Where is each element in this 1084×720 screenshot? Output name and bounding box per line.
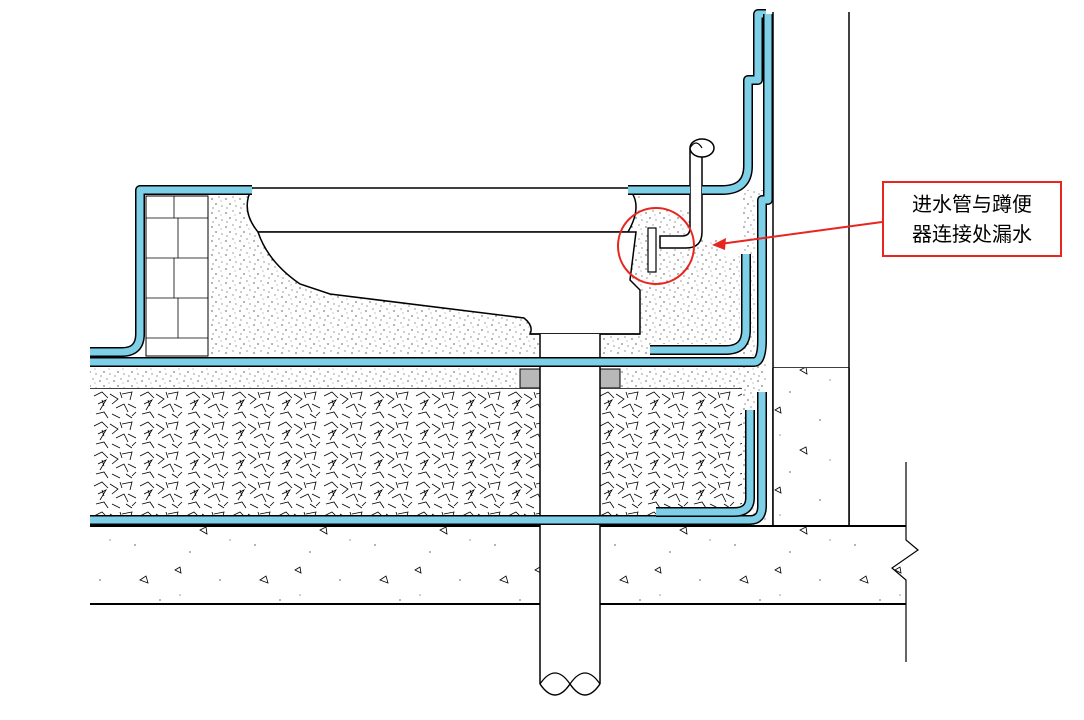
drain-pipe [539, 334, 601, 696]
gravel-fill-layer [90, 388, 750, 516]
annotation-line-2: 器连接处漏水 [912, 222, 1032, 246]
seal-block-right [599, 368, 621, 389]
annotation-line-1: 进水管与蹲便 [912, 192, 1032, 216]
leak-annotation-box: 进水管与蹲便 器连接处漏水 [882, 181, 1062, 257]
waterproof-membrane [90, 9, 773, 525]
screed-layer [90, 368, 750, 388]
leak-location-circle [617, 207, 695, 285]
squat-toilet [246, 187, 641, 335]
brick-curb [145, 195, 209, 357]
water-inlet-pipe [647, 138, 715, 273]
leader-arrow [712, 221, 883, 250]
seal-block-left [519, 368, 541, 389]
wall [772, 12, 850, 525]
structural-slab [90, 462, 919, 662]
